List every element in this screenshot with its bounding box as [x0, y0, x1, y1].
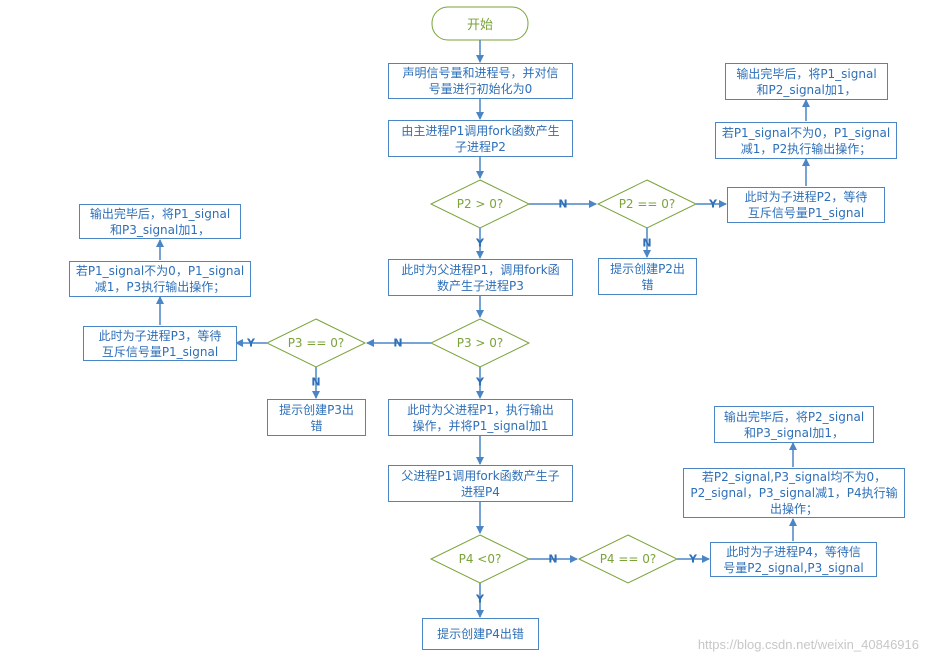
decision-p4-eq-0-shape [577, 534, 679, 584]
process-p4-output: 若P2_signal,P3_signal均不为0， P2_signal，P3_s… [683, 468, 905, 518]
edge-label-d2-y: Y [709, 197, 717, 211]
process-p3-release-text: 输出完毕后，将P1_signal 和P3_signal加1， [89, 206, 231, 237]
process-declare-init-text: 声明信号量和进程号，并对信 号量进行初始化为0 [402, 66, 559, 96]
edge-label-d6-y: Y [689, 552, 697, 566]
decision-p3-gt-0-label: P3 > 0? [456, 336, 504, 350]
process-p4-error-text: 提示创建P4出错 [437, 627, 524, 641]
process-p3-output: 若P1_signal不为0，P1_signal 减1，P3执行输出操作； [69, 261, 251, 297]
process-p2-release-text: 输出完毕后，将P1_signal 和P2_signal加1， [736, 66, 877, 97]
process-p3-output-text: 若P1_signal不为0，P1_signal 减1，P3执行输出操作； [75, 264, 245, 294]
process-fork-p2: 由主进程P1调用fork函数产生 子进程P2 [388, 120, 573, 157]
edge-label-d5-y: Y [476, 592, 484, 606]
edge-label-d4-y: Y [247, 336, 255, 350]
process-p2-error: 提示创建P2出 错 [598, 258, 697, 295]
process-p2-output: 若P1_signal不为0，P1_signal 减1，P2执行输出操作； [715, 122, 897, 159]
process-p2-wait-text: 此时为子进程P2，等待 互斥信号量P1_signal [744, 190, 868, 220]
process-p4-output-text: 若P2_signal,P3_signal均不为0， P2_signal，P3_s… [690, 470, 898, 516]
process-parent-output-text: 此时为父进程P1，执行输出 操作，并将P1_signal加1 [407, 402, 554, 433]
process-p3-release: 输出完毕后，将P1_signal 和P3_signal加1， [79, 204, 241, 239]
edge-label-d4-n: N [311, 375, 321, 389]
process-p4-release-text: 输出完毕后，将P2_signal 和P3_signal加1， [723, 409, 865, 440]
process-p2-output-text: 若P1_signal不为0，P1_signal 减1，P2执行输出操作； [721, 125, 891, 156]
edge-label-d5-n: N [548, 552, 558, 566]
process-p4-release: 输出完毕后，将P2_signal 和P3_signal加1， [714, 406, 874, 443]
edge-label-d3-n: N [393, 336, 403, 350]
edge-label-d2-n: N [642, 236, 652, 250]
decision-p2-gt-0-label: P2 > 0? [456, 197, 504, 211]
process-parent-fork-p3-text: 此时为父进程P1，调用fork函 数产生子进程P3 [401, 262, 560, 293]
process-p4-wait-text: 此时为子进程P4，等待信 号量P2_signal,P3_signal [723, 544, 864, 575]
decision-p4-lt-0-label: P4 <0? [458, 552, 502, 566]
process-p2-error-text: 提示创建P2出 错 [610, 261, 685, 292]
process-p3-error: 提示创建P3出 错 [267, 399, 366, 436]
process-p3-error-text: 提示创建P3出 错 [279, 402, 354, 433]
process-parent-fork-p3: 此时为父进程P1，调用fork函 数产生子进程P3 [388, 259, 573, 296]
process-p2-release: 输出完毕后，将P1_signal 和P2_signal加1， [725, 63, 888, 100]
process-fork-p4-text: 父进程P1调用fork函数产生子 进程P4 [401, 468, 560, 499]
process-fork-p4: 父进程P1调用fork函数产生子 进程P4 [388, 465, 573, 502]
decision-p3-eq-0-label: P3 == 0? [287, 336, 345, 350]
edge-label-d3-y: Y [476, 375, 484, 389]
process-declare-init: 声明信号量和进程号，并对信 号量进行初始化为0 [388, 63, 573, 99]
decision-p2-eq-0-label: P2 == 0? [618, 197, 676, 211]
process-p3-wait: 此时为子进程P3，等待 互斥信号量P1_signal [83, 326, 237, 361]
edge-label-d1-y: Y [476, 236, 484, 250]
decision-p4-eq-0-label: P4 == 0? [599, 552, 657, 566]
process-p2-wait: 此时为子进程P2，等待 互斥信号量P1_signal [727, 187, 885, 223]
process-p4-wait: 此时为子进程P4，等待信 号量P2_signal,P3_signal [710, 542, 877, 577]
process-fork-p2-text: 由主进程P1调用fork函数产生 子进程P2 [401, 123, 560, 154]
process-p3-wait-text: 此时为子进程P3，等待 互斥信号量P1_signal [98, 328, 222, 359]
start-label: 开始 [466, 18, 493, 33]
watermark: https://blog.csdn.net/weixin_40846916 [697, 637, 919, 652]
process-parent-output: 此时为父进程P1，执行输出 操作，并将P1_signal加1 [388, 399, 573, 436]
process-p4-error: 提示创建P4出错 [422, 618, 539, 650]
edge-label-d1-n: N [558, 197, 568, 211]
